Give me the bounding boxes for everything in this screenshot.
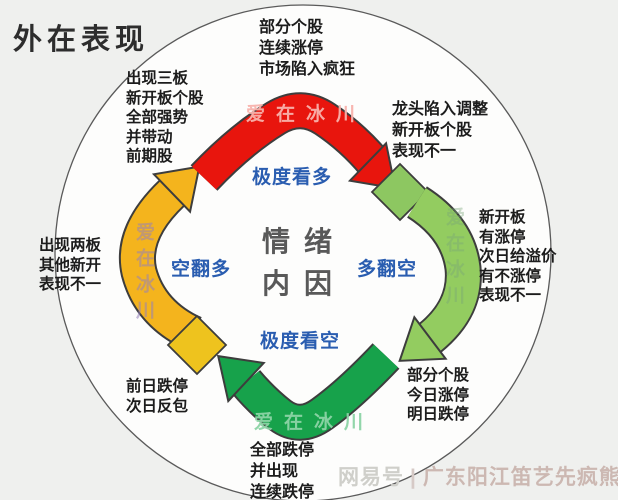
stage-bear-to-bull: 空翻多 bbox=[171, 259, 232, 280]
yellow-diamond bbox=[166, 314, 228, 376]
label-line: 部分个股 bbox=[259, 19, 324, 36]
watermark-right-arrow: 爱在冰川 bbox=[443, 207, 464, 311]
label-line: 市场陷入疯狂 bbox=[259, 61, 356, 78]
green-diamond bbox=[370, 162, 430, 222]
footer-divider: | bbox=[410, 466, 417, 489]
center-line: 情绪 bbox=[262, 227, 347, 258]
label-bottom-center: 全部跌停 并出现 连续跌停 bbox=[250, 440, 314, 500]
footer-author: 广东阳江笛艺先疯熊廷发 bbox=[422, 466, 618, 489]
yellow-arrowhead bbox=[151, 165, 201, 214]
label-line: 前日跌停 bbox=[126, 378, 189, 395]
label-line: 出现三板 bbox=[126, 70, 189, 87]
label-line: 表现不一 bbox=[39, 276, 102, 293]
stage-extreme-bear: 极度看空 bbox=[260, 331, 341, 352]
diagram-title: 外在表现 bbox=[13, 24, 150, 56]
footer-platform: 网易号 bbox=[338, 466, 404, 489]
label-line: 连续跌停 bbox=[250, 484, 315, 500]
stage-bull-to-bear: 多翻空 bbox=[357, 259, 418, 280]
label-right: 新开板 有涨停 次日给溢价 有不涨停 表现不一 bbox=[479, 208, 557, 306]
label-left: 出现两板 其他新开 表现不一 bbox=[39, 236, 101, 295]
label-line: 并出现 bbox=[250, 463, 299, 480]
light-green-arrowhead bbox=[398, 315, 448, 362]
label-line: 次日给溢价 bbox=[479, 248, 557, 265]
light-green-arrow-path bbox=[407, 188, 480, 351]
label-line: 今日涨停 bbox=[407, 386, 470, 404]
label-bottom-right: 部分个股 今日涨停 明日跌停 bbox=[407, 366, 469, 425]
stage-extreme-bull: 极度看多 bbox=[252, 167, 333, 188]
label-line: 部分个股 bbox=[407, 367, 470, 384]
label-line: 新开板 bbox=[479, 209, 526, 226]
yellow-arrow-path bbox=[120, 181, 202, 350]
center-cause-text: 情绪 内因 bbox=[262, 222, 346, 306]
dark-green-arrow-path bbox=[233, 344, 398, 439]
label-line: 前期股 bbox=[126, 148, 173, 165]
label-line: 表现不一 bbox=[479, 287, 542, 304]
dark-green-arrowhead bbox=[216, 354, 266, 404]
label-line: 全部跌停 bbox=[250, 442, 315, 459]
label-top-right: 龙头陷入调整 新开板个股 表现不一 bbox=[392, 99, 488, 162]
label-line: 出现两板 bbox=[39, 237, 102, 254]
watermark-bottom-arrow: 爱在冰川 bbox=[254, 412, 375, 433]
label-line: 有不涨停 bbox=[479, 267, 542, 285]
label-bottom-left: 前日跌停 次日反包 bbox=[126, 377, 188, 416]
watermark-top-arrow: 爱在冰川 bbox=[246, 104, 367, 125]
watermark-left-arrow: 爱在冰川 bbox=[133, 222, 154, 326]
label-line: 有涨停 bbox=[479, 228, 526, 246]
label-line: 新开板个股 bbox=[126, 89, 204, 107]
label-line: 其他新开 bbox=[39, 256, 102, 274]
label-line: 连续涨停 bbox=[259, 40, 324, 57]
label-line: 明日跌停 bbox=[407, 406, 470, 423]
center-line: 内因 bbox=[262, 269, 347, 300]
outer-circle bbox=[54, 4, 552, 500]
label-line: 龙头陷入调整 bbox=[392, 101, 489, 118]
label-line: 表现不一 bbox=[392, 143, 457, 160]
footer-watermark: 网易号 |广东阳江笛艺先疯熊廷发 bbox=[338, 461, 618, 491]
label-line: 新开板个股 bbox=[392, 122, 473, 139]
red-arrow-path bbox=[192, 94, 387, 190]
label-line: 次日反包 bbox=[126, 397, 189, 415]
label-top-center: 部分个股 连续涨停 市场陷入疯狂 bbox=[259, 17, 355, 80]
label-line: 全部强势 bbox=[126, 109, 189, 126]
label-top-left: 出现三板 新开板个股 全部强势 并带动 前期股 bbox=[126, 69, 204, 167]
red-arrowhead bbox=[347, 141, 397, 190]
label-line: 并带动 bbox=[126, 128, 173, 146]
